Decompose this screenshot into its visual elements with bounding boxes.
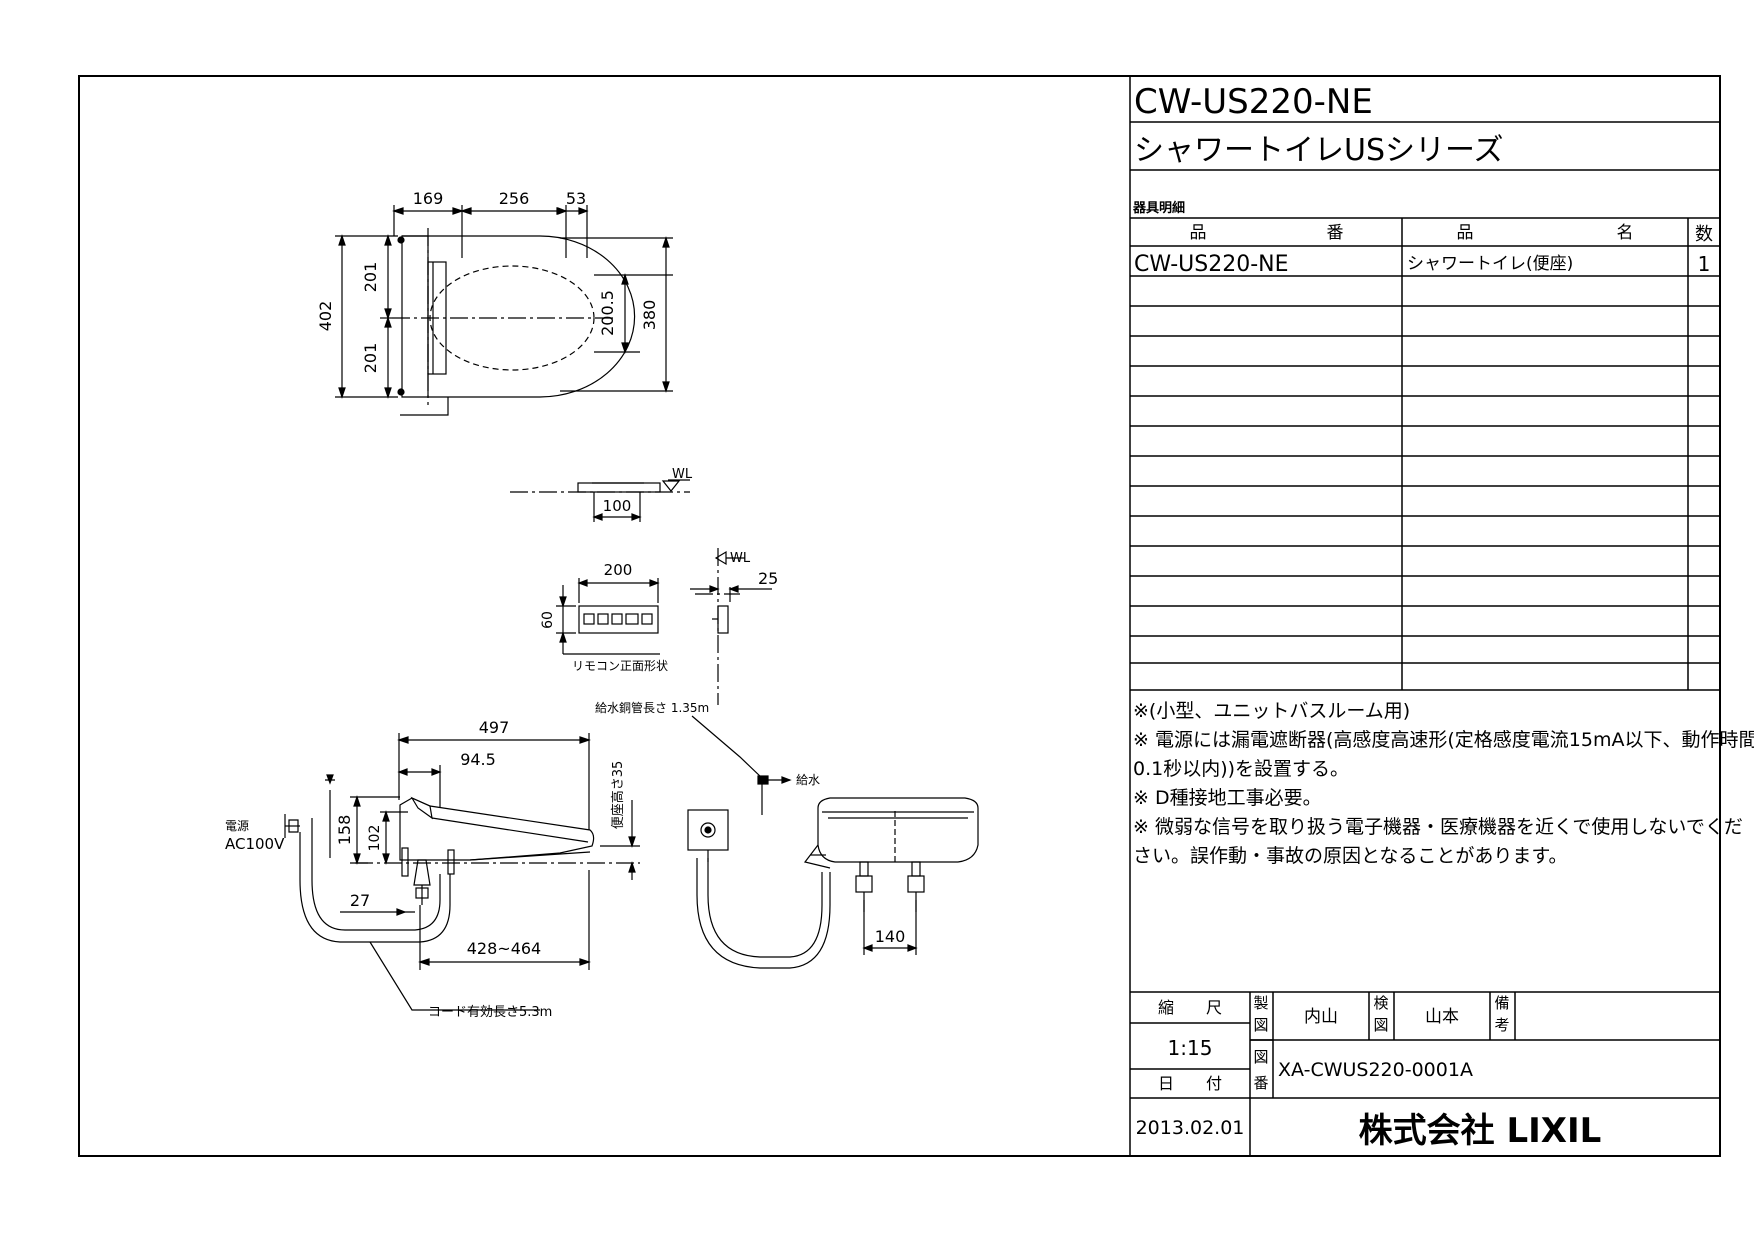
date-label: 日 付 [1158, 1074, 1222, 1093]
dim-402: 402 [316, 301, 335, 332]
dim-201-bottom: 201 [361, 343, 380, 374]
drawing-text: 169 256 53 402 201 201 200.5 380 WL 100 … [225, 82, 1754, 1151]
remarks-label-a: 備 [1494, 994, 1509, 1012]
dim-94-5: 94.5 [460, 750, 496, 769]
dim-200-5: 200.5 [598, 290, 617, 336]
remarks-label-b: 考 [1494, 1016, 1509, 1034]
dim-256: 256 [499, 189, 530, 208]
dim-380: 380 [640, 300, 659, 331]
power-label: 電源 [225, 819, 249, 833]
drawing-no-label-b: 番 [1253, 1074, 1268, 1092]
cord [400, 397, 449, 416]
col-qty: 数 [1695, 224, 1713, 245]
supply-hose [299, 832, 451, 943]
wl-label-top: WL [672, 467, 693, 482]
remote-top-view [510, 479, 690, 522]
note-5: さい。誤作動・事故の原因となることがあります。 [1133, 845, 1568, 867]
drawing-frame [78, 75, 1721, 1157]
note-0: ※(小型、ユニットバスルーム用) [1133, 700, 1410, 722]
dim-27: 27 [350, 891, 370, 910]
scale-value: 1:15 [1168, 1036, 1213, 1060]
side-seat-body [399, 797, 595, 861]
company-logo: 株式会社 LIXIL [1359, 1111, 1602, 1151]
note-1: ※ 電源には漏電遮断器(高感度高速形(定格感度電流15mA以下、動作時間 [1133, 729, 1754, 751]
dim-25: 25 [758, 569, 778, 588]
cord-length-label: コード有効長さ5.3m [428, 1005, 552, 1020]
dim-497: 497 [479, 718, 510, 737]
col-part-no-a: 品 [1190, 223, 1207, 243]
title-block-grid [1129, 75, 1721, 1157]
dim-200: 200 [604, 561, 633, 579]
checked-label-b: 図 [1373, 1016, 1388, 1034]
dim-428-464: 428~464 [467, 939, 541, 958]
checker: 山本 [1425, 1007, 1459, 1027]
dim-140: 140 [875, 927, 906, 946]
remote-caption: リモコン正面形状 [572, 659, 668, 673]
checked-label-a: 検 [1373, 994, 1388, 1012]
drawing-number: XA-CWUS220-0001A [1278, 1059, 1473, 1081]
col-part-name-b: 名 [1617, 223, 1634, 243]
side-view [284, 733, 640, 1011]
drawing-no-label-a: 図 [1253, 1048, 1268, 1066]
model-title: CW-US220-NE [1134, 82, 1373, 122]
date-value: 2013.02.01 [1136, 1117, 1245, 1139]
note-3: ※ D種接地工事必要。 [1133, 787, 1322, 809]
dim-53: 53 [566, 189, 586, 208]
dim-201-top: 201 [361, 262, 380, 293]
part-row-0-qty: 1 [1698, 252, 1711, 276]
rear-cord [707, 858, 823, 958]
seat-outline [401, 235, 636, 398]
seat-height-label: 便座高さ35 [610, 761, 626, 830]
dim-102: 102 [367, 825, 383, 852]
pipe-length-label: 給水銅管長さ 1.35m [595, 700, 709, 715]
parts-list-label: 器具明細 [1132, 200, 1185, 216]
remote-body [578, 605, 659, 634]
wl-label-front: WL [730, 551, 751, 566]
dim-169: 169 [413, 189, 444, 208]
col-part-name-a: 品 [1457, 223, 1474, 243]
col-part-no-b: 番 [1327, 223, 1344, 243]
part-row-0-name: シャワートイレ(便座) [1407, 254, 1573, 274]
dim-100: 100 [603, 497, 632, 515]
remote-front-view [556, 548, 772, 705]
note-2: 0.1秒以内))を設置する。 [1133, 758, 1349, 780]
power-voltage: AC100V [225, 835, 285, 853]
rear-view [687, 715, 979, 969]
rear-seat-body [817, 797, 979, 863]
note-4: ※ 微弱な信号を取り扱う電子機器・医療機器を近くで使用しないでくだ [1133, 816, 1743, 838]
series-title: シャワートイレUSシリーズ [1134, 133, 1504, 168]
water-supply-label: 給水 [796, 773, 820, 787]
scale-label: 縮 尺 [1158, 998, 1222, 1017]
drafted-label-a: 製 [1253, 994, 1268, 1012]
part-row-0-part-no: CW-US220-NE [1134, 252, 1289, 277]
drafted-label-b: 図 [1253, 1016, 1268, 1034]
dim-158: 158 [335, 815, 354, 846]
plan-view [335, 205, 673, 416]
dim-60: 60 [540, 611, 556, 629]
drafter: 内山 [1304, 1007, 1338, 1027]
